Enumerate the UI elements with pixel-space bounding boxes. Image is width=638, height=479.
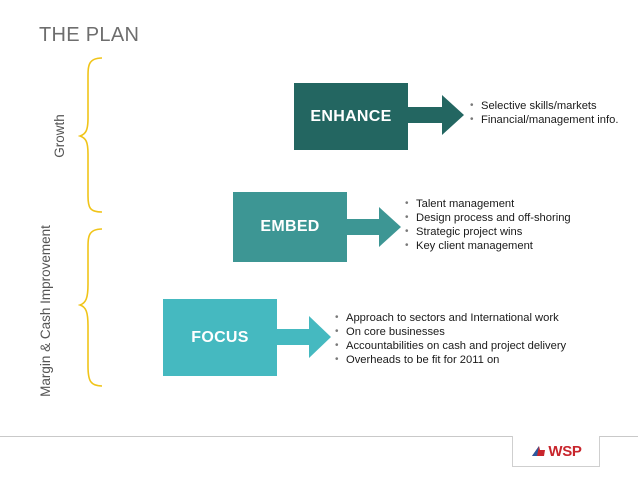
embed-bullet-1: Talent management (405, 197, 571, 211)
enhance-bullets: Selective skills/markets Financial/manag… (470, 99, 618, 127)
embed-box: EMBED (233, 192, 347, 262)
embed-bullet-4: Key client management (405, 239, 571, 253)
wsp-logo: WSP (512, 436, 600, 467)
enhance-box: ENHANCE (294, 83, 408, 150)
focus-bullets: Approach to sectors and International wo… (335, 311, 566, 367)
focus-bullet-4: Overheads to be fit for 2011 on (335, 353, 566, 367)
enhance-bullet-1: Selective skills/markets (470, 99, 618, 113)
growth-and-margin-braces (78, 57, 103, 387)
margin-cash-label: Margin & Cash Improvement (38, 225, 53, 397)
footer-divider (0, 436, 638, 437)
focus-bullet-3: Accountabilities on cash and project del… (335, 339, 566, 353)
embed-bullets: Talent management Design process and off… (405, 197, 571, 253)
wsp-logo-text: WSP (548, 442, 582, 460)
embed-bullet-2: Design process and off-shoring (405, 211, 571, 225)
focus-box: FOCUS (163, 299, 277, 376)
growth-brace (78, 57, 103, 213)
margin-brace (78, 228, 103, 387)
wsp-logo-mark-icon (532, 446, 546, 456)
focus-bullet-1: Approach to sectors and International wo… (335, 311, 566, 325)
focus-arrow (275, 316, 331, 358)
embed-arrow (345, 207, 401, 247)
enhance-arrow (406, 95, 464, 135)
embed-bullet-3: Strategic project wins (405, 225, 571, 239)
focus-bullet-2: On core businesses (335, 325, 566, 339)
enhance-bullet-2: Financial/management info. (470, 113, 618, 127)
slide-title: THE PLAN (39, 24, 140, 46)
growth-label: Growth (52, 114, 67, 158)
